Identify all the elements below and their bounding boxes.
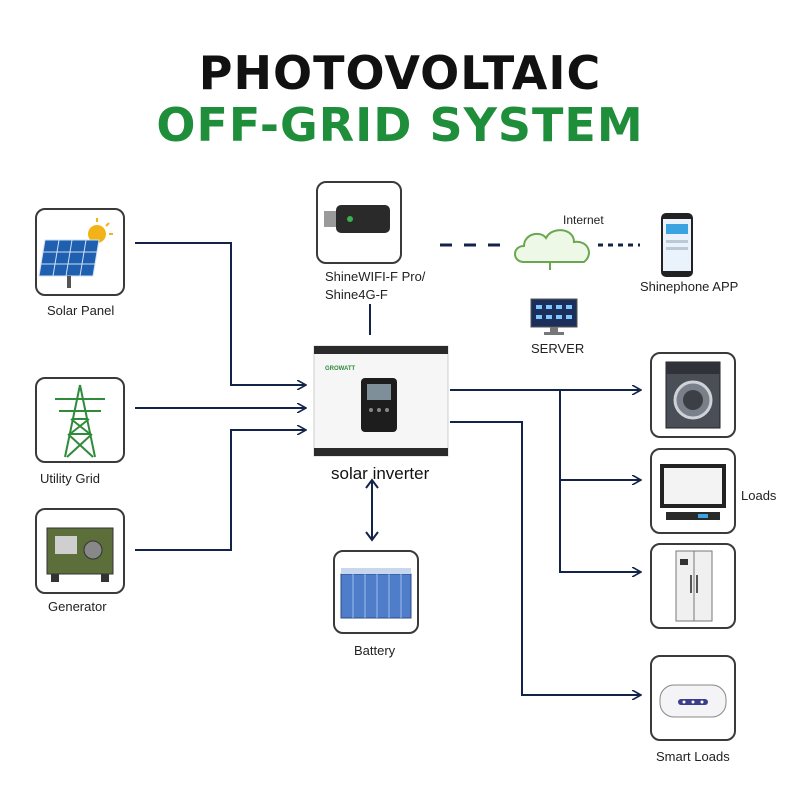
label-utility-grid: Utility Grid: [40, 471, 100, 486]
generator-icon: [46, 527, 114, 582]
smartphone-icon: [661, 213, 693, 277]
label-wifi-line2: Shine4G-F: [325, 287, 388, 302]
washing-machine-icon: [665, 361, 721, 429]
label-internet: Internet: [563, 213, 604, 227]
wire-generator: [135, 430, 305, 551]
water-heater-icon: [659, 684, 727, 718]
battery-box: [333, 550, 419, 634]
wifi-dongle-box: [316, 181, 402, 264]
wire-solar-panel: [135, 242, 305, 385]
generator-box: [35, 508, 125, 594]
solar-inverter-icon: GROWATT: [313, 345, 449, 457]
svg-text:GROWATT: GROWATT: [325, 366, 356, 372]
label-solar-inverter: solar inverter: [331, 464, 430, 483]
label-solar-panel: Solar Panel: [47, 303, 115, 318]
solar-panel-icon: [38, 218, 113, 288]
refrigerator-icon: [675, 550, 713, 622]
washing-machine-box: [650, 352, 736, 438]
utility-grid-box: [35, 377, 125, 463]
label-loads: Loads: [741, 488, 777, 503]
television-icon: [660, 464, 726, 520]
label-generator: Generator: [48, 599, 107, 614]
server-monitor-icon: [530, 298, 578, 335]
title-line-2: OFF-GRID SYSTEM: [156, 98, 644, 152]
transmission-tower-icon: [55, 384, 105, 458]
wire-load-tv: [559, 390, 640, 480]
label-server: SERVER: [531, 341, 585, 356]
water-heater-box: [650, 655, 736, 741]
battery-icon: [340, 568, 412, 619]
label-smart-loads: Smart Loads: [656, 749, 730, 764]
wifi-dongle-icon: [324, 205, 390, 233]
label-wifi-line1: ShineWIFI-F Pro/: [325, 269, 426, 284]
title-line-1: PHOTOVOLTAIC: [198, 46, 602, 100]
solar-panel-box: [35, 208, 125, 296]
label-battery: Battery: [354, 643, 396, 658]
refrigerator-box: [650, 543, 736, 629]
wire-smart-load: [450, 421, 640, 695]
label-app: Shinephone APP: [640, 279, 739, 294]
wire-load-fridge: [559, 480, 640, 572]
television-box: [650, 448, 736, 534]
cloud-icon: [514, 229, 590, 270]
